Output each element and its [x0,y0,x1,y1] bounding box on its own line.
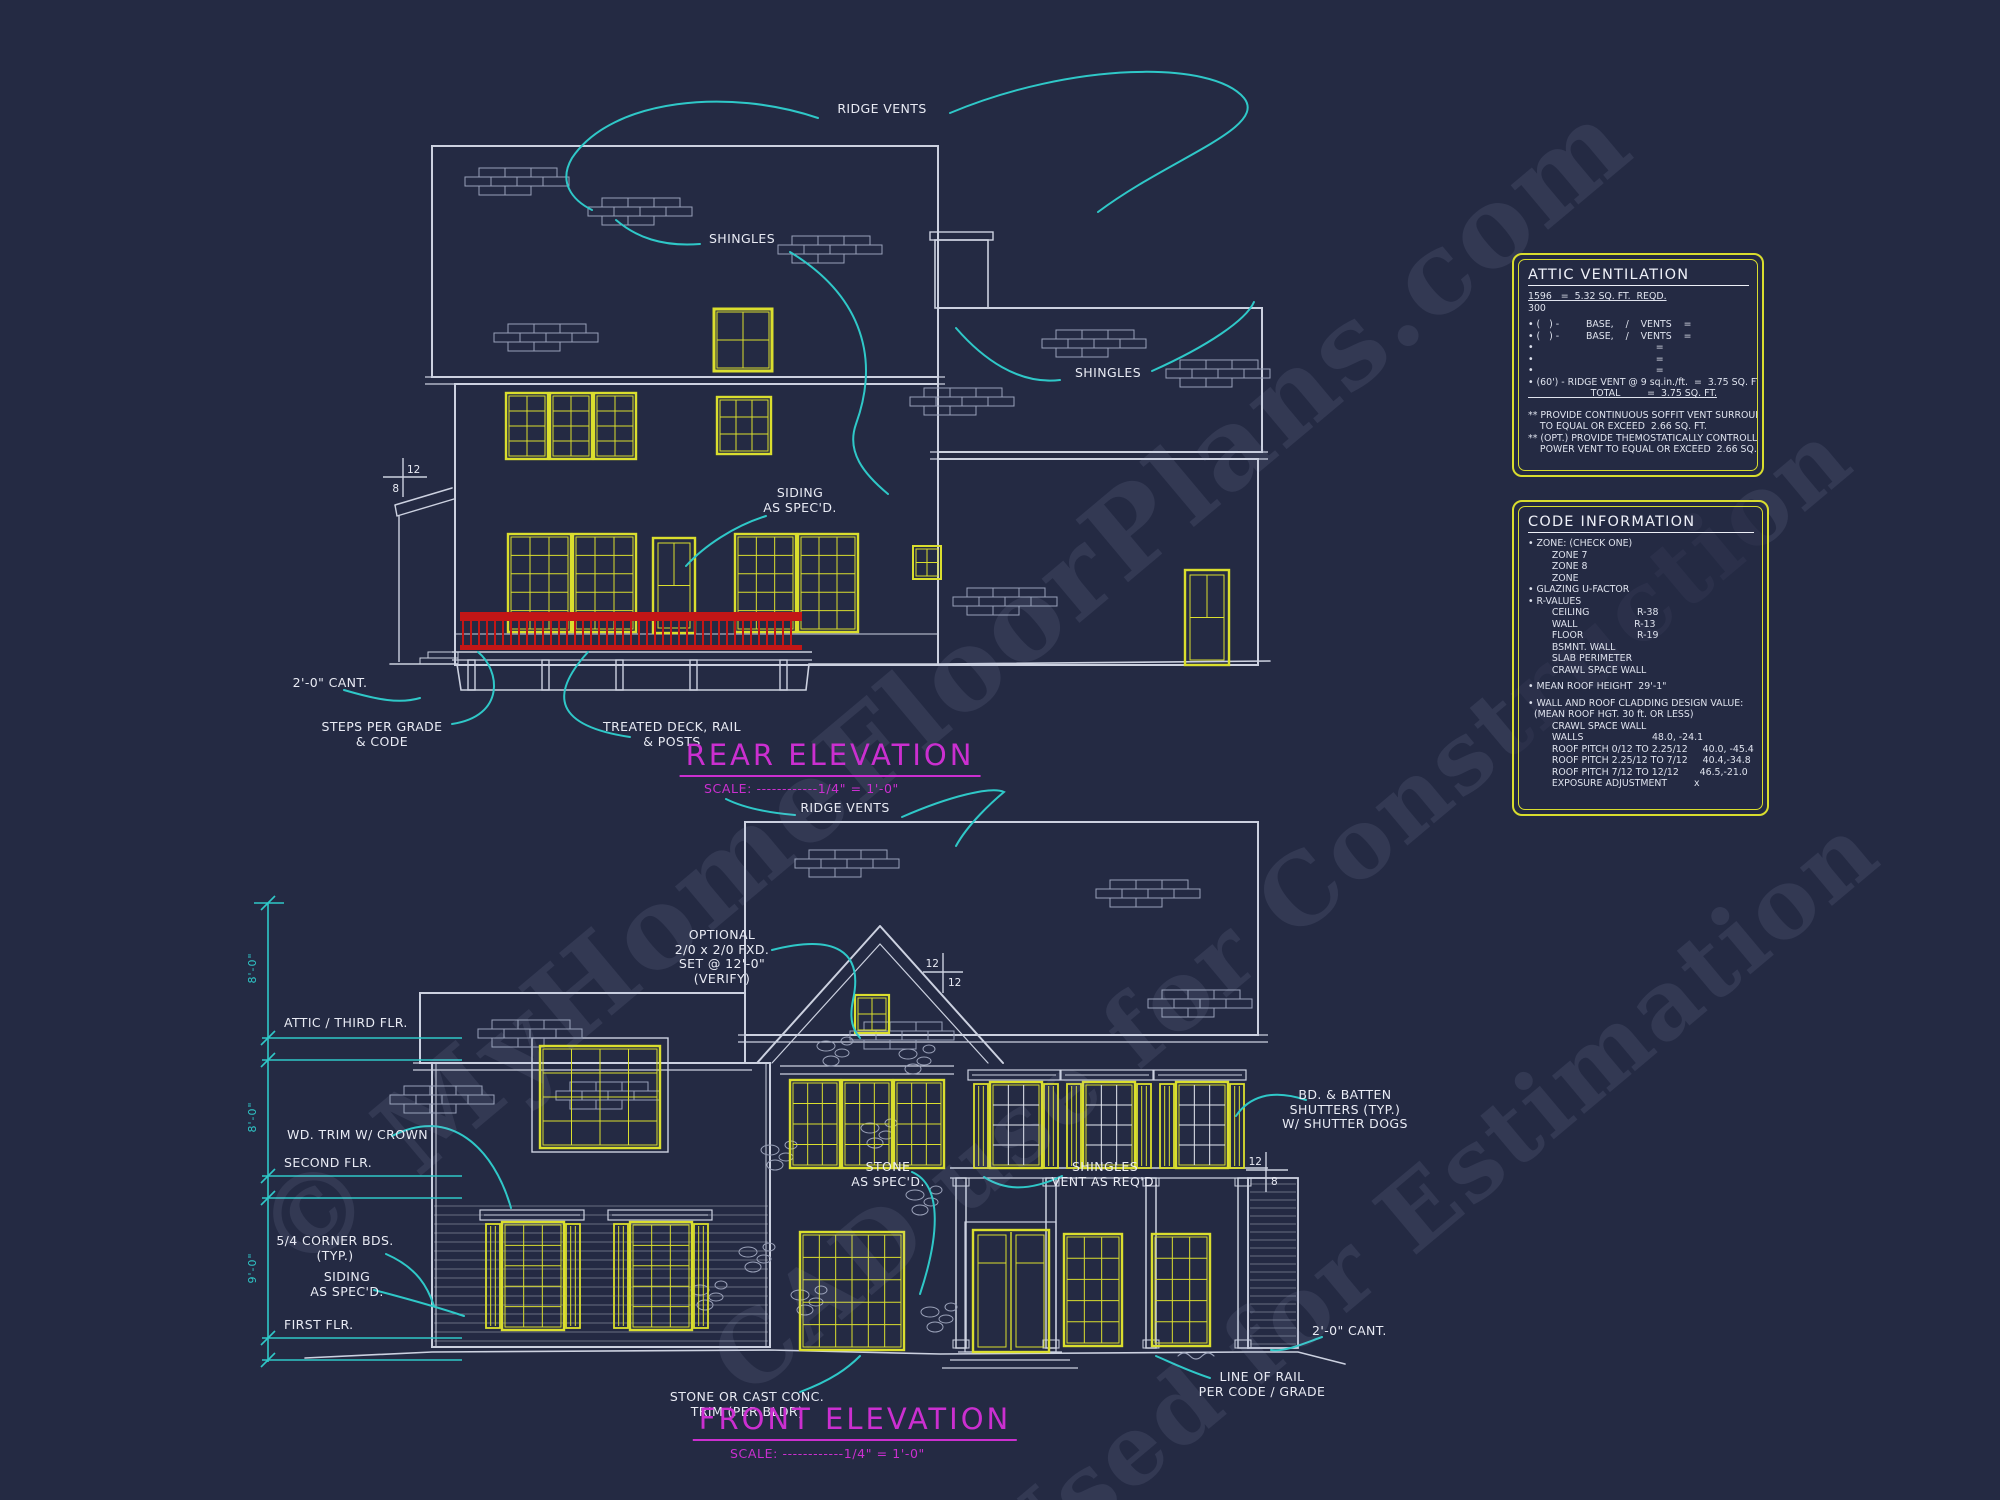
panel-line: ** (OPT.) PROVIDE THEMOSTATICALLY CONTRO… [1528,432,1758,444]
front-right-pitch-rise: 12 [1249,1156,1262,1168]
front-right-pitch-run: 8 [1271,1176,1278,1188]
code-information-lines: • ZONE: (CHECK ONE) ZONE 7 ZONE 8 ZONE• … [1528,538,1754,790]
panel-line: ROOF PITCH 2.25/12 TO 7/12 40.4,-34.8 [1528,755,1751,766]
panel-line: TOTAL = 3.75 SQ. FT. [1528,388,1717,399]
label-batten-shutters: BD. & BATTEN SHUTTERS (TYP.) W/ SHUTTER … [1282,1087,1408,1131]
panel-line: ZONE 7 [1528,549,1588,561]
panel-line: BSMNT. WALL [1528,641,1616,653]
panel-line: • (60') - RIDGE VENT @ 9 sq.in./ft. = 3.… [1528,376,1758,388]
attic-ventilation-title: ATTIC VENTILATION [1528,267,1749,286]
panel-line: • = [1528,365,1664,376]
panel-line: WALLS 48.0, -24.1 [1528,732,1704,743]
attic-ventilation-panel-inner: ATTIC VENTILATION 1596 = 5.32 SQ. FT. RE… [1518,259,1758,471]
label-wd-trim-crown: WD. TRIM W/ CROWN [287,1127,429,1142]
drawing-geometry [254,70,1346,1393]
panel-line: ZONE [1528,572,1579,584]
panel-line: ROOF PITCH 0/12 TO 2.25/12 40.0, -45.4 [1528,743,1754,755]
label-siding-front: SIDING AS SPEC'D. [310,1269,384,1299]
panel-line: FLOOR R-19 [1528,630,1659,641]
front-elevation-scale: SCALE: ------------1/4" = 1'-0" [730,1446,925,1461]
dim-attic-height: 8'-0" [246,952,259,983]
label-steps-per-grade: STEPS PER GRADE & CODE [321,719,443,749]
dim-first-height: 9'-0" [246,1252,259,1283]
code-information-title: CODE INFORMATION [1528,514,1754,533]
rear-elevation-title: REAR ELEVATION [679,738,981,777]
front-gable-pitch-rise: 12 [926,958,939,970]
label-second-flr: SECOND FLR. [284,1155,373,1170]
panel-line: • MEAN ROOF HEIGHT 29'-1" [1528,681,1667,692]
label-shingles-right: SHINGLES [1074,365,1142,380]
panel-line: ZONE 8 [1528,561,1588,572]
label-ridge-vents-rear: RIDGE VENTS [837,101,927,116]
attic-ventilation-panel: ATTIC VENTILATION 1596 = 5.32 SQ. FT. RE… [1512,253,1764,477]
attic-ventilation-lines: 1596 = 5.32 SQ. FT. REQD.300 • ( ) - BASE… [1528,291,1758,456]
rear-elevation-scale: SCALE: ------------1/4" = 1'-0" [704,781,899,796]
panel-line: POWER VENT TO EQUAL OR EXCEED 2.66 SQ. F… [1528,444,1758,455]
panel-line: • ( ) - BASE, / VENTS = [1528,319,1692,330]
panel-line: ** PROVIDE CONTINUOUS SOFFIT VENT SURROU… [1528,409,1758,421]
front-elevation-title: FRONT ELEVATION [692,1402,1018,1441]
label-stone-as-specd: STONE AS SPEC'D. [851,1159,925,1189]
panel-line: SLAB PERIMETER [1528,653,1633,664]
panel-line: CRAWL SPACE WALL [1528,664,1647,676]
label-stone-trim: STONE OR CAST CONC. TRIM (PER BLDR) [669,1389,825,1419]
panel-line: WALL R-13 [1528,618,1656,630]
label-siding-rear: SIDING AS SPEC'D. [763,485,837,515]
rear-pitch-run: 8 [392,483,399,495]
panel-line: 300 [1528,302,1546,314]
label-first-flr: FIRST FLR. [284,1317,354,1332]
panel-line: TO EQUAL OR EXCEED 2.66 SQ. FT. [1528,421,1707,432]
rear-pitch-rise: 12 [407,464,420,476]
code-information-panel: CODE INFORMATION • ZONE: (CHECK ONE) ZON… [1512,500,1769,816]
panel-line: (MEAN ROOF HGT. 30 ft. OR LESS) [1528,709,1694,720]
panel-line: • R-VALUES [1528,595,1582,607]
panel-line: • WALL AND ROOF CLADDING DESIGN VALUE: [1528,697,1744,709]
label-treated-deck: TREATED DECK, RAIL & POSTS [603,719,741,749]
panel-line: • GLAZING U-FACTOR [1528,584,1630,595]
label-optional-window: OPTIONAL 2/0 x 2/0 FXD. SET @ 12'-0" (VE… [674,927,770,986]
label-shingles-left: SHINGLES [708,231,776,246]
panel-line: • ZONE: (CHECK ONE) [1528,538,1633,549]
dim-second-height: 8'-0" [246,1101,259,1132]
label-line-of-rail: LINE OF RAIL PER CODE / GRADE [1198,1369,1326,1399]
front-gable-pitch-run: 12 [948,977,961,989]
panel-line: • = [1528,353,1664,365]
label-corner-bds: 5/4 CORNER BDS. (TYP.) [276,1233,394,1263]
label-ridge-vents-front: RIDGE VENTS [800,800,890,815]
label-attic-third-flr: ATTIC / THIRD FLR. [284,1015,408,1030]
panel-line: EXPOSURE ADJUSTMENT x [1528,778,1700,789]
code-information-panel-inner: CODE INFORMATION • ZONE: (CHECK ONE) ZON… [1518,506,1763,810]
label-shingles-vent: SHINGLES VENT AS REQ'D. [1051,1159,1159,1189]
label-cant-front: 2'-0" CANT. [1312,1323,1387,1338]
panel-line: 1596 = 5.32 SQ. FT. REQD. [1528,291,1667,302]
panel-line: • = [1528,342,1664,353]
panel-line: • ( ) - BASE, / VENTS = [1528,330,1692,342]
panel-line: CEILING R-38 [1528,607,1659,618]
label-cant-rear: 2'-0" CANT. [292,675,368,690]
panel-line: ROOF PITCH 7/12 TO 12/12 46.5,-21.0 [1528,766,1748,778]
panel-line: CRAWL SPACE WALL [1528,720,1647,732]
